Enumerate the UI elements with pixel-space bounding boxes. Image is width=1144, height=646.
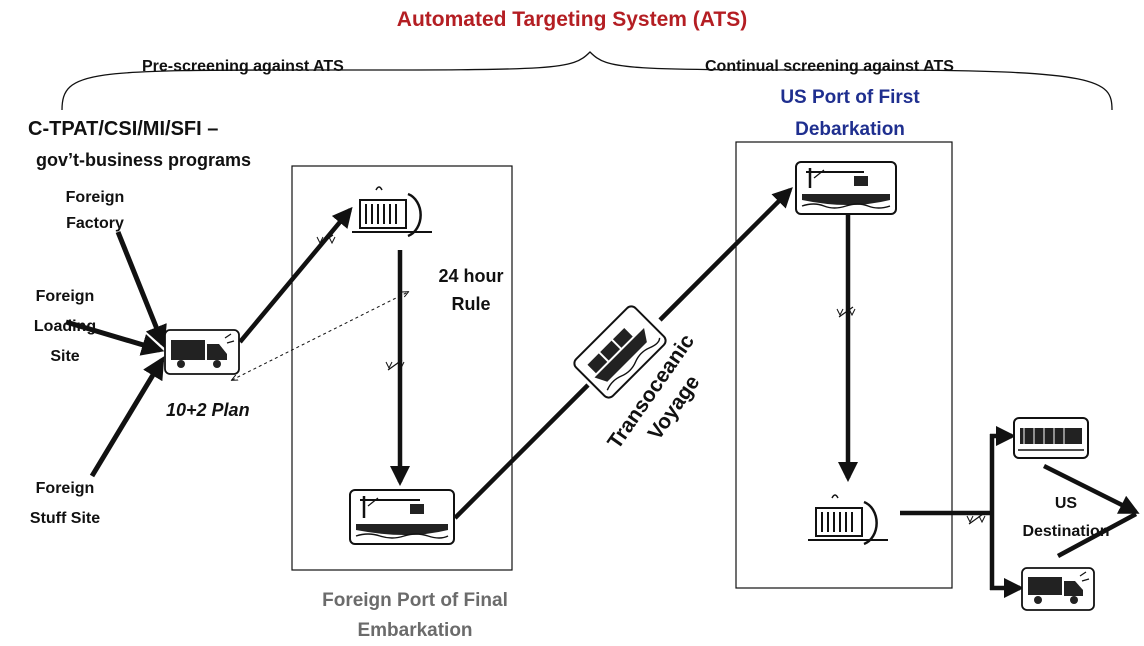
destination-arrow-b	[1056, 512, 1138, 558]
screening-bracket	[61, 51, 1113, 111]
programs-line2: gov’t-business programs	[36, 150, 252, 170]
ship-at-dock-icon	[352, 186, 432, 238]
destination-arrow-a	[1042, 463, 1140, 515]
scale-icon	[966, 513, 986, 525]
ship-at-dock-icon	[808, 494, 888, 546]
us-port-box	[735, 141, 953, 589]
stuff-site-arrow	[89, 356, 165, 478]
ten-plus-two-dashed-arrow	[232, 292, 408, 380]
continual-screening-label: Continual screening against ATS	[705, 58, 954, 75]
train-icon	[1013, 417, 1089, 459]
pre-screening-label: Pre-screening against ATS	[142, 58, 344, 75]
loading-site-arrow	[65, 319, 165, 356]
delivery-truck-icon	[1021, 567, 1095, 611]
plan-10-2-label: 10+2 Plan	[166, 400, 250, 420]
factory-arrow	[115, 231, 167, 349]
port-to-voyage-arrow	[453, 383, 590, 520]
truck-to-port-arrow	[238, 206, 353, 344]
crane-dock-icon	[349, 489, 455, 545]
crane-dock-icon	[795, 161, 897, 215]
voyage-to-us-port-arrow	[658, 187, 793, 322]
programs-line1: C-TPAT/CSI/MI/SFI –	[28, 118, 219, 140]
diagram-title: Automated Targeting System (ATS)	[396, 8, 748, 31]
truck-icon	[164, 329, 240, 375]
container-ship-icon	[573, 305, 667, 399]
